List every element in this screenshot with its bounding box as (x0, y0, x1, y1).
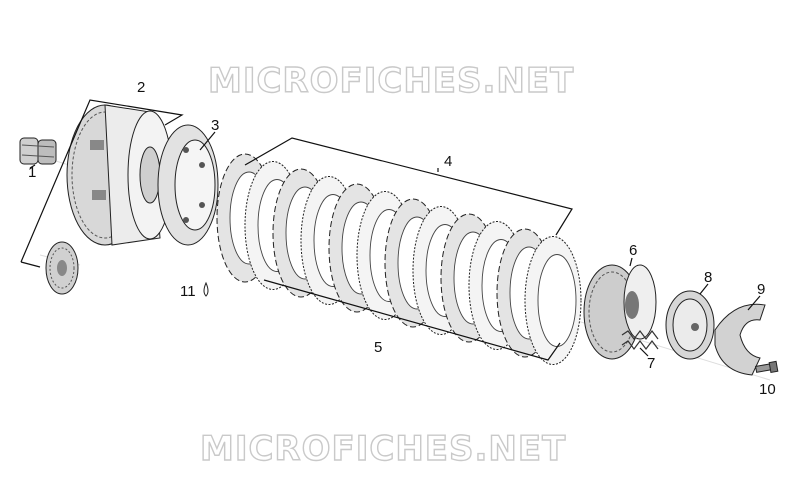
part-9-retainer-plate (714, 303, 766, 376)
callout-4: 4 (444, 153, 452, 170)
callout-6: 6 (629, 242, 637, 259)
part-11-oil-drop (203, 281, 209, 297)
bracket-2 (20, 99, 184, 268)
callout-7: 7 (647, 355, 655, 372)
callout-1: 1 (28, 164, 36, 181)
bracket-4 (244, 137, 573, 236)
part-6-pressure-plate (583, 264, 657, 360)
part-8-spring-plate (665, 290, 715, 360)
plate-inner-ring (537, 254, 577, 347)
bracket-5 (263, 279, 561, 361)
callout-8: 8 (704, 269, 712, 286)
part-2-clutch-housing (66, 104, 173, 246)
part-2-driven-gear (45, 241, 79, 295)
callout-9: 9 (757, 281, 765, 298)
callout-leaders (29, 131, 761, 357)
callout-11: 11 (180, 283, 196, 300)
watermark-top: MICROFICHES.NET (208, 61, 574, 101)
callout-5: 5 (374, 339, 382, 356)
watermark-bottom: MICROFICHES.NET (200, 429, 566, 469)
part-4-5-clutch-plate-stack (216, 153, 582, 365)
callout-10: 10 (759, 381, 776, 398)
part-7-clutch-springs (621, 330, 659, 350)
part-10-bolt (755, 360, 779, 374)
callout-2: 2 (137, 79, 145, 96)
part-3-clutch-hub (157, 124, 219, 246)
part-1-needle-bearing (19, 137, 57, 165)
callout-3: 3 (211, 117, 219, 134)
